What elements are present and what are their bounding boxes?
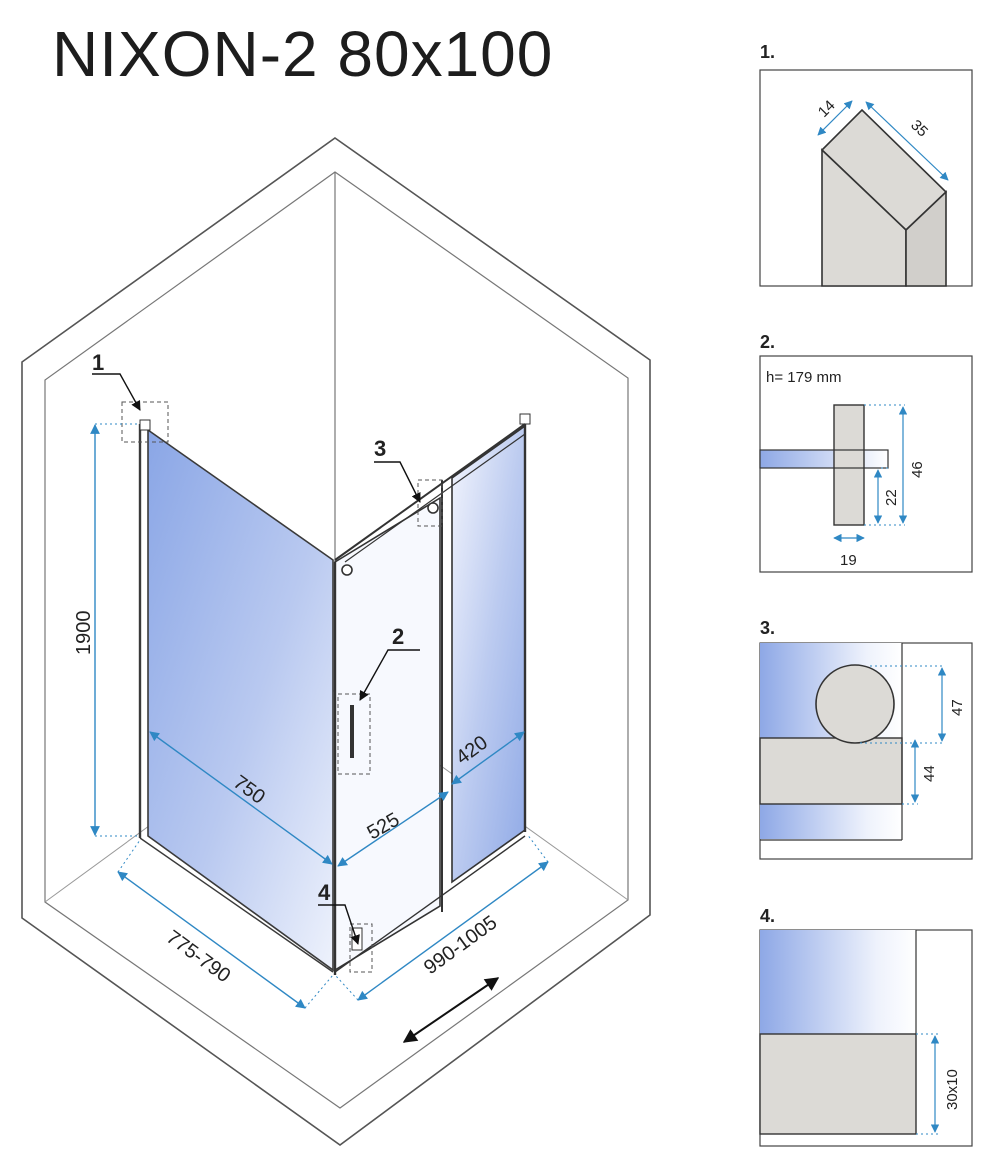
- detail-3-roller: [815, 664, 895, 744]
- detail-2-handle: [833, 404, 865, 526]
- dim-line-750: [149, 731, 333, 865]
- dim-height-label: 1900: [73, 611, 95, 656]
- callout-4: 4: [318, 880, 331, 905]
- detail-4-guide: [759, 1033, 917, 1135]
- detail-2-number: 2.: [760, 332, 775, 352]
- callout-leader-2: [359, 649, 420, 701]
- detail-2-dim-19-label: 19: [840, 552, 857, 569]
- callout-2: 2: [392, 624, 404, 649]
- dim-ext: [117, 839, 141, 873]
- detail-3-dim-47-label: 47: [949, 699, 966, 716]
- detail-2-height-note: h= 179 mm: [766, 369, 841, 386]
- dim-line-side-range: [117, 871, 306, 1009]
- main-isometric-view: 1 2 3 4 1900 750 525 420 775-790 990-100…: [21, 137, 651, 1146]
- detail-4-number: 4.: [760, 906, 775, 926]
- detail-panel-4: 4. 30x10: [759, 906, 973, 1147]
- detail-box-1: [121, 401, 169, 443]
- callout-1: 1: [92, 350, 104, 375]
- top-rail: [334, 423, 526, 561]
- room-outline-inner: [44, 171, 629, 1109]
- dim-line-front-range: [357, 861, 549, 1001]
- detail-4-glass: [760, 930, 916, 1034]
- detail-4-dim-label: 30x10: [944, 1069, 961, 1110]
- dim-ext: [335, 975, 359, 1001]
- top-rail-inner: [344, 433, 526, 563]
- detail-panel-1: 1. 14 35: [759, 42, 973, 287]
- detail-2-dim-22-label: 22: [883, 489, 900, 506]
- page-title: NIXON-2 80x100: [52, 18, 554, 90]
- sliding-direction-arrow: [402, 977, 500, 1043]
- detail-panel-2: 2. h= 179 mm 46 22 19: [759, 332, 973, 573]
- detail-box-2: [337, 693, 371, 775]
- detail-2-dim-46-label: 46: [909, 461, 926, 478]
- dim-side-range-label: 775-790: [162, 926, 234, 987]
- door-roller: [341, 564, 353, 576]
- callout-leader-4: [318, 904, 360, 945]
- room-outline-outer: [21, 137, 651, 1146]
- detail-3-number: 3.: [760, 618, 775, 638]
- left-glass-panel: [147, 428, 334, 972]
- door-roller: [427, 502, 439, 514]
- detail-1-number: 1.: [760, 42, 775, 62]
- dim-ext: [526, 833, 549, 863]
- callout-leader-1: [92, 373, 141, 411]
- detail-1-dim-35: [865, 101, 949, 181]
- detail-panel-3: 3. 47 44: [759, 618, 973, 860]
- right-glass-panel: [451, 424, 526, 884]
- wall-profile-top: [519, 413, 531, 425]
- callout-leader-3: [374, 461, 421, 503]
- dim-ext: [304, 974, 334, 1009]
- detail-3-rail: [759, 737, 903, 805]
- detail-1-dim-14: [817, 100, 853, 136]
- callout-3: 3: [374, 436, 386, 461]
- dim-line-525: [337, 791, 449, 867]
- detail-1-profile-front: [905, 190, 947, 287]
- dim-line-420: [451, 731, 525, 785]
- wall-profile-top: [139, 419, 151, 431]
- detail-3-dim-44-label: 44: [921, 765, 938, 782]
- detail-2-glass-edge: [759, 449, 889, 469]
- detail-2-glass: [760, 450, 888, 468]
